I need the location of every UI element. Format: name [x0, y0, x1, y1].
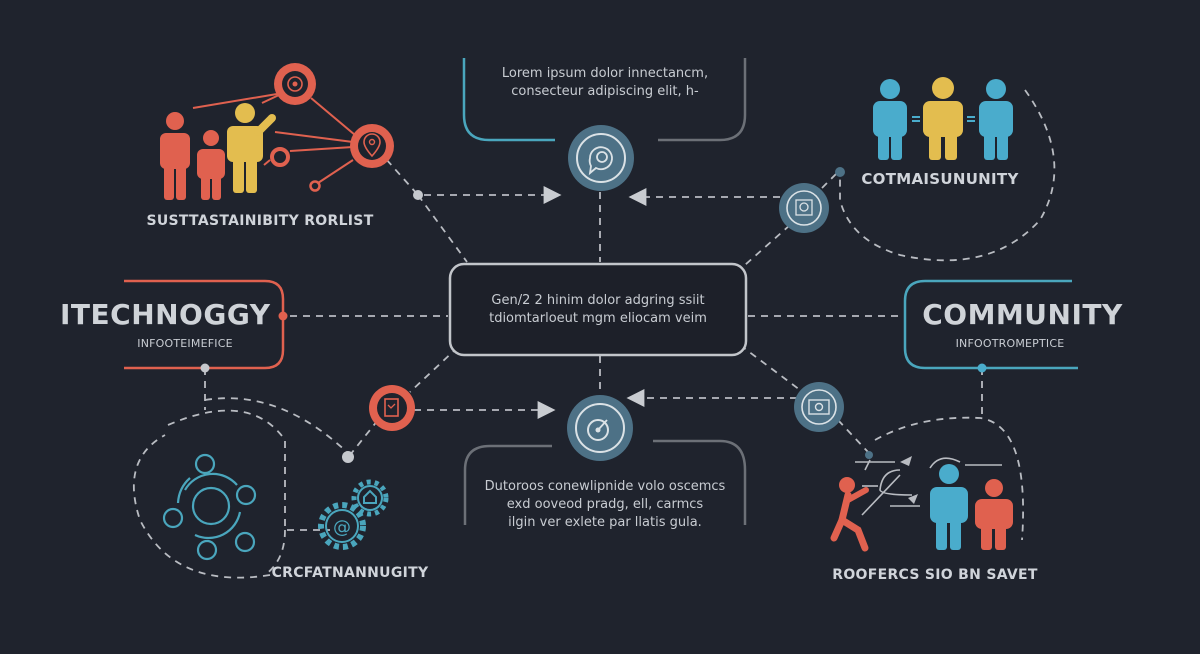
- community-node-dot: [977, 363, 987, 373]
- bottom-box-line-2: exd ooveod pradg, ell, carmcs: [506, 497, 704, 512]
- top-right-label: COTMAISUNUNITY: [861, 170, 1019, 188]
- center-box-line-1: Gen/2 2 hinim dolor adgring ssiit: [491, 293, 705, 308]
- red-network-lines: [192, 93, 356, 184]
- chat-bubble-icon[interactable]: [568, 125, 634, 191]
- gear-at-icon: @: [318, 502, 366, 550]
- dashed-connectors: [133, 89, 1056, 579]
- center-box-line-2: tdiomtarloeut mgm eliocam veim: [489, 311, 707, 326]
- community-frame: [903, 279, 1078, 370]
- network-ring-icon: [162, 453, 257, 561]
- bottom-right-label: ROOFERCS SIO BN SAVET: [832, 567, 1038, 583]
- people-group-icon: [160, 103, 276, 200]
- bottom-box-text: Dutoroos conewlipnide volo oscemcs exd o…: [470, 478, 740, 532]
- gear-home-icon: [351, 479, 389, 517]
- bottom-box-frame: [463, 439, 747, 525]
- technology-frame: [124, 279, 285, 370]
- badge-node-dot: [835, 167, 845, 177]
- technology-bottom-dot: [200, 363, 210, 373]
- top-box-line-2: consecteur adipiscing elit, h-: [511, 84, 699, 99]
- photo-icon[interactable]: [794, 382, 844, 432]
- community-title: COMMUNITY: [922, 298, 1123, 331]
- settings-badge-icon[interactable]: [779, 183, 829, 233]
- target-icon[interactable]: [274, 63, 316, 105]
- svg-text:@: @: [333, 517, 351, 538]
- junction-dots: [342, 190, 423, 463]
- top-left-label: SUSTTASTAINIBITY RORLIST: [146, 213, 374, 229]
- community-subtitle: INFOOTROMEPTICE: [955, 337, 1065, 350]
- bottom-left-label: CRCFATNANNUGITY: [271, 565, 429, 581]
- center-box-border: [448, 262, 748, 357]
- bottom-box-line-3: ilgin ver exlete par llatis gula.: [508, 515, 702, 530]
- people-exchange-icon: [830, 451, 1013, 552]
- bottom-box-line-1: Dutoroos conewlipnide volo oscemcs: [484, 479, 726, 494]
- technology-node-dot: [278, 311, 288, 321]
- technology-title: ITECHNOGGY: [60, 298, 271, 331]
- technology-subtitle: INFOOTEIMEFICE: [137, 337, 233, 350]
- document-icon[interactable]: [369, 385, 415, 431]
- top-box-frame: [462, 58, 747, 142]
- center-box-text: Gen/2 2 hinim dolor adgring ssiit tdiomt…: [452, 292, 744, 328]
- top-box-text: Lorem ipsum dolor innectancm, consecteur…: [470, 65, 740, 101]
- target-gauge-icon[interactable]: [567, 395, 633, 461]
- ring-node-icon: [270, 147, 321, 192]
- top-box-line-1: Lorem ipsum dolor innectancm,: [501, 66, 709, 81]
- three-people-icon: [873, 77, 1013, 160]
- location-pin-icon[interactable]: [350, 124, 394, 168]
